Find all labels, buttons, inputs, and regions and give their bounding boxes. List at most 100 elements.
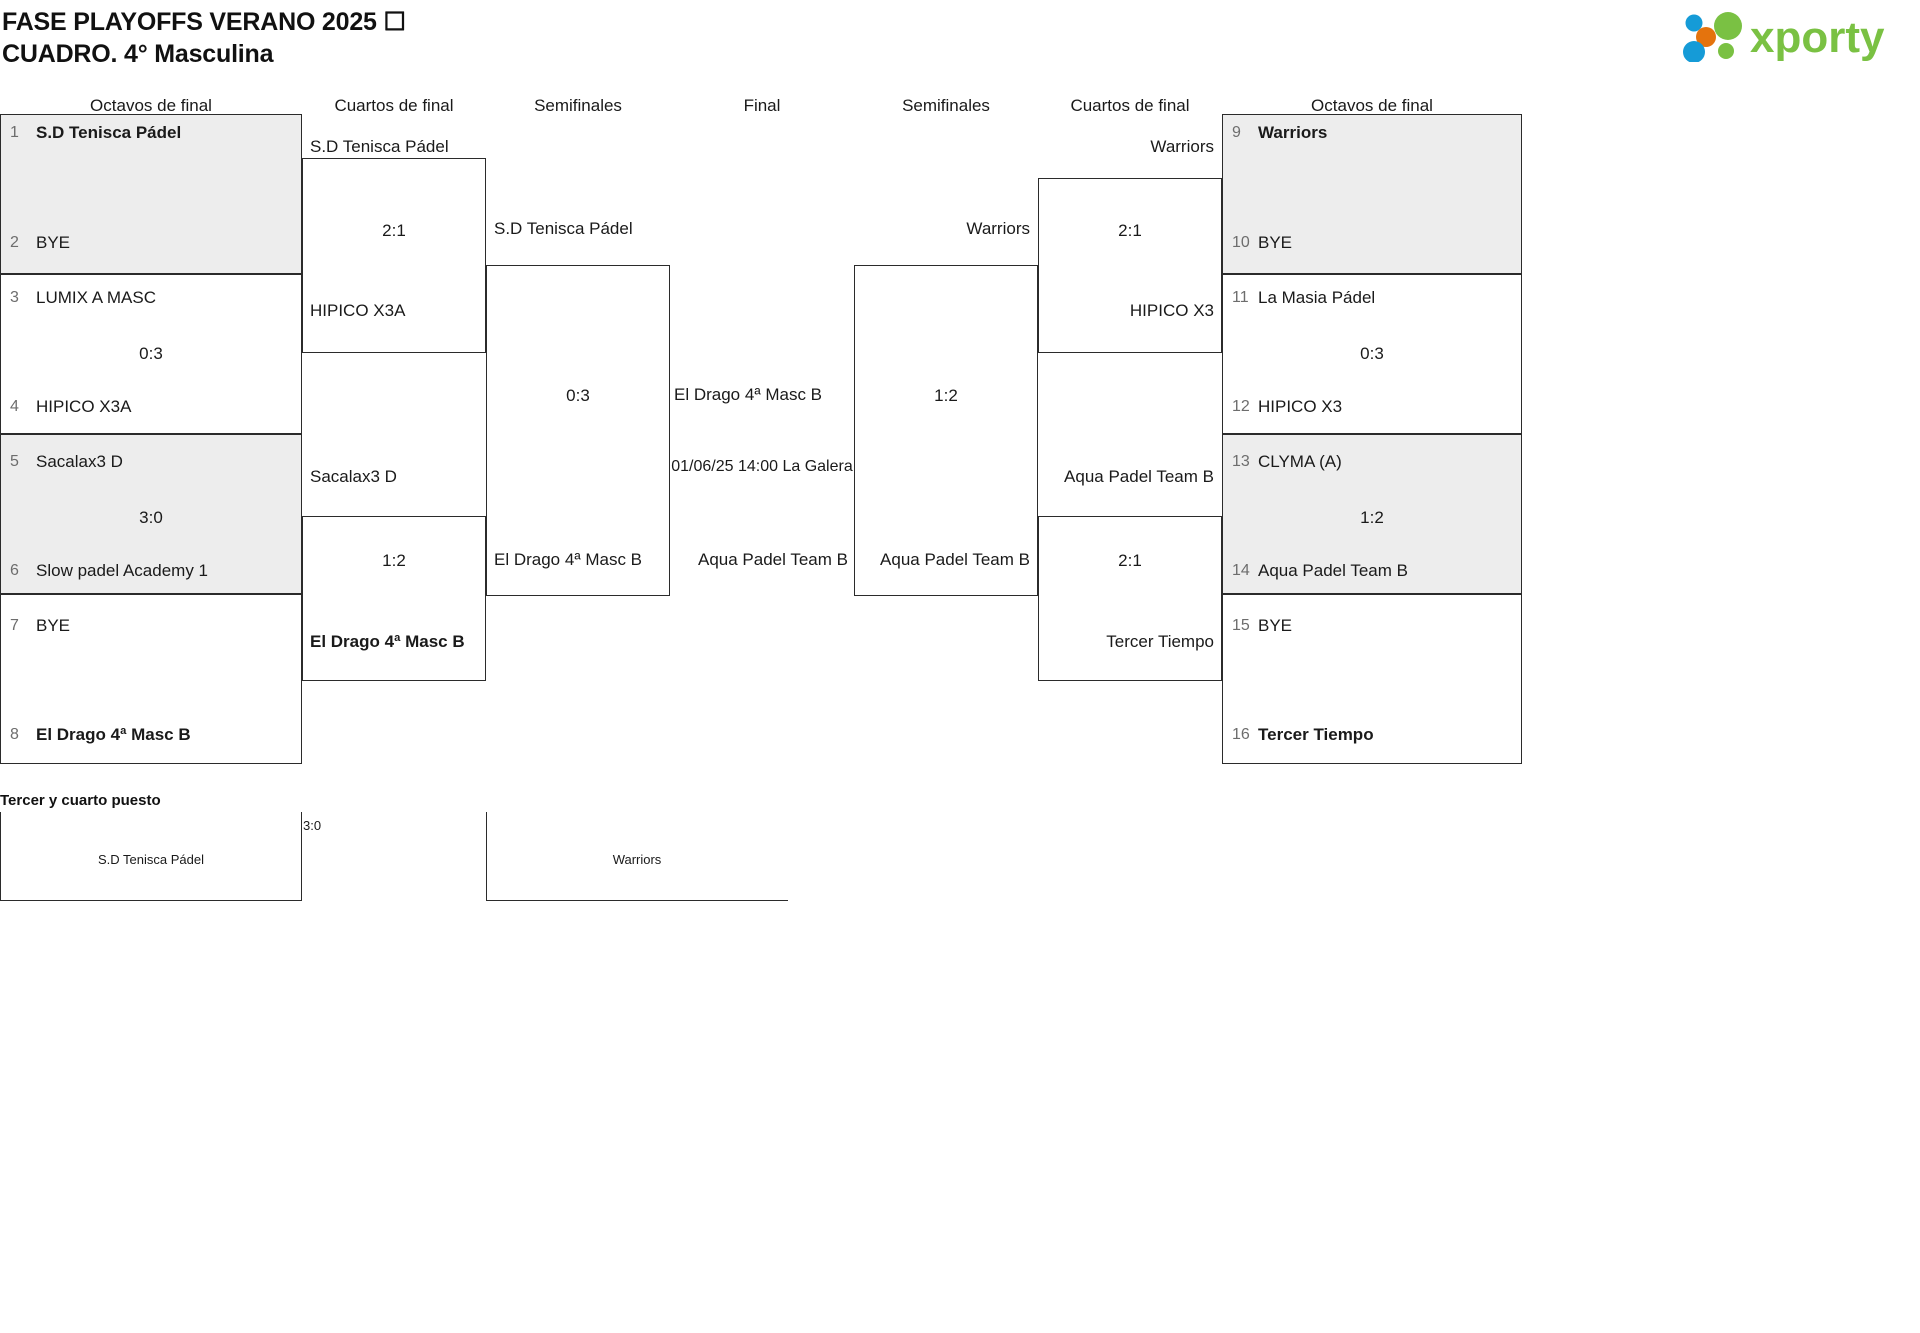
third-place-left-edge (0, 812, 1, 900)
xporty-logo: xporty (1678, 8, 1906, 62)
seed-row-8[interactable]: 8 El Drago 4ª Masc B (10, 726, 191, 743)
seed-row-4[interactable]: 4 HIPICO X3A (10, 398, 131, 415)
advance-right-q1-bottom: HIPICO X3 (1129, 301, 1214, 320)
team-name: Sacalax3 D (36, 452, 123, 471)
team-name: LUMIX A MASC (36, 288, 156, 307)
match-box-left-q1[interactable] (302, 158, 486, 353)
advance-right-q2-top: Aqua Padel Team B (1064, 467, 1214, 486)
advance-left-q2-bottom: El Drago 4ª Masc B (310, 632, 465, 651)
third-place-left-bottom (0, 900, 302, 901)
final-schedule: 01/06/25 14:00 La Galera (671, 458, 853, 475)
round-header-right-cuartos: Cuartos de final (1070, 96, 1190, 115)
score-left-o3: 3:0 (139, 508, 163, 527)
score-right-s1: 1:2 (934, 386, 958, 405)
seed-row-9[interactable]: 9 Warriors (1232, 124, 1327, 141)
team-name: HIPICO X3 (1258, 397, 1343, 416)
seed-row-5[interactable]: 5 Sacalax3 D (10, 453, 123, 470)
match-box-left-q2[interactable] (302, 516, 486, 681)
seed-number: 13 (1232, 452, 1250, 470)
score-left-s1: 0:3 (566, 386, 590, 405)
team-name: Warriors (1258, 123, 1328, 142)
advance-right-q2-bottom: Tercer Tiempo (1106, 632, 1214, 651)
match-box-left-o3[interactable] (0, 434, 302, 594)
seed-row-16[interactable]: 16 Tercer Tiempo (1232, 726, 1374, 743)
team-name: Aqua Padel Team B (1258, 561, 1408, 580)
seed-number: 14 (1232, 561, 1250, 579)
third-place-right-team: Warriors (612, 852, 662, 867)
final-bottom-team: Aqua Padel Team B (698, 550, 848, 569)
match-box-right-q1[interactable] (1038, 178, 1222, 353)
seed-number: 4 (10, 397, 19, 415)
seed-number: 15 (1232, 616, 1250, 634)
seed-number: 6 (10, 561, 19, 579)
advance-left-q2-top: Sacalax3 D (310, 467, 397, 486)
seed-number: 16 (1232, 725, 1250, 743)
seed-number: 5 (10, 452, 19, 470)
round-header-left-semis: Semifinales (534, 96, 622, 115)
match-box-right-s1[interactable] (854, 265, 1038, 596)
seed-row-1[interactable]: 1 S.D Tenisca Pádel (10, 124, 181, 141)
match-box-left-s1[interactable] (486, 265, 670, 596)
seed-row-2[interactable]: 2 BYE (10, 234, 70, 251)
team-name: S.D Tenisca Pádel (36, 123, 182, 142)
match-box-left-o1[interactable] (0, 114, 302, 274)
advance-left-q1-bottom: HIPICO X3A (310, 301, 406, 320)
team-name: Tercer Tiempo (1258, 725, 1374, 744)
seed-row-6[interactable]: 6 Slow padel Academy 1 (10, 562, 208, 579)
team-name: Slow padel Academy 1 (36, 561, 208, 580)
advance-left-s1-bottom: El Drago 4ª Masc B (494, 550, 643, 569)
match-box-right-o4[interactable] (1222, 594, 1522, 764)
third-place-right-left-edge (486, 812, 487, 900)
seed-row-10[interactable]: 10 BYE (1232, 234, 1292, 251)
match-box-left-o4[interactable] (0, 594, 302, 764)
team-name: BYE (1258, 233, 1293, 252)
advance-right-q1-top: Warriors (1150, 137, 1214, 156)
seed-number: 11 (1232, 288, 1249, 306)
advance-left-s1-top: S.D Tenisca Pádel (494, 219, 633, 238)
page-title: FASE PLAYOFFS VERANO 2025 ☐ CUADRO. 4° M… (2, 8, 406, 68)
team-name: El Drago 4ª Masc B (36, 725, 191, 744)
match-box-right-q2[interactable] (1038, 516, 1222, 681)
match-box-right-o3[interactable] (1222, 434, 1522, 594)
team-name: La Masia Pádel (1258, 288, 1376, 307)
score-left-o2: 0:3 (139, 344, 163, 363)
match-box-left-o2[interactable] (0, 274, 302, 434)
seed-number: 3 (10, 288, 19, 306)
team-name: HIPICO X3A (36, 397, 132, 416)
team-name: BYE (36, 616, 71, 635)
team-name: BYE (36, 233, 71, 252)
seed-row-15[interactable]: 15 BYE (1232, 617, 1292, 634)
seed-row-13[interactable]: 13 CLYMA (A) (1232, 453, 1342, 470)
seed-number: 1 (10, 123, 19, 141)
team-name: BYE (1258, 616, 1293, 635)
score-right-o3: 1:2 (1360, 508, 1384, 527)
round-header-left-cuartos: Cuartos de final (334, 96, 454, 115)
seed-row-14[interactable]: 14 Aqua Padel Team B (1232, 562, 1408, 579)
seed-number: 9 (1232, 123, 1241, 141)
match-box-right-o1[interactable] (1222, 114, 1522, 274)
advance-right-s1-top: Warriors (966, 219, 1030, 238)
seed-row-3[interactable]: 3 LUMIX A MASC (10, 289, 156, 306)
round-header-right-octavos: Octavos de final (1311, 96, 1433, 115)
seed-row-7[interactable]: 7 BYE (10, 617, 70, 634)
third-place-right-bottom (486, 900, 788, 901)
third-place-score: 3:0 (303, 818, 322, 833)
score-left-q1: 2:1 (382, 221, 406, 240)
seed-row-11[interactable]: 11 La Masia Pádel (1232, 289, 1375, 306)
score-right-q1: 2:1 (1118, 221, 1142, 240)
seed-row-12[interactable]: 12 HIPICO X3 (1232, 398, 1342, 415)
score-right-q2: 2:1 (1118, 551, 1142, 570)
round-header-left-octavos: Octavos de final (90, 96, 212, 115)
score-left-q2: 1:2 (382, 551, 406, 570)
third-place-left-team: S.D Tenisca Pádel (98, 852, 204, 867)
svg-text:xporty: xporty (1750, 13, 1885, 62)
seed-number: 8 (10, 725, 19, 743)
final-top-team: El Drago 4ª Masc B (674, 385, 823, 404)
third-place-title: Tercer y cuarto puesto (0, 792, 161, 809)
seed-number: 12 (1232, 397, 1250, 415)
team-name: CLYMA (A) (1258, 452, 1342, 471)
seed-number: 7 (10, 616, 19, 634)
round-header-final: Final (743, 96, 781, 115)
match-box-right-o2[interactable] (1222, 274, 1522, 434)
advance-right-s1-bottom: Aqua Padel Team B (880, 550, 1030, 569)
